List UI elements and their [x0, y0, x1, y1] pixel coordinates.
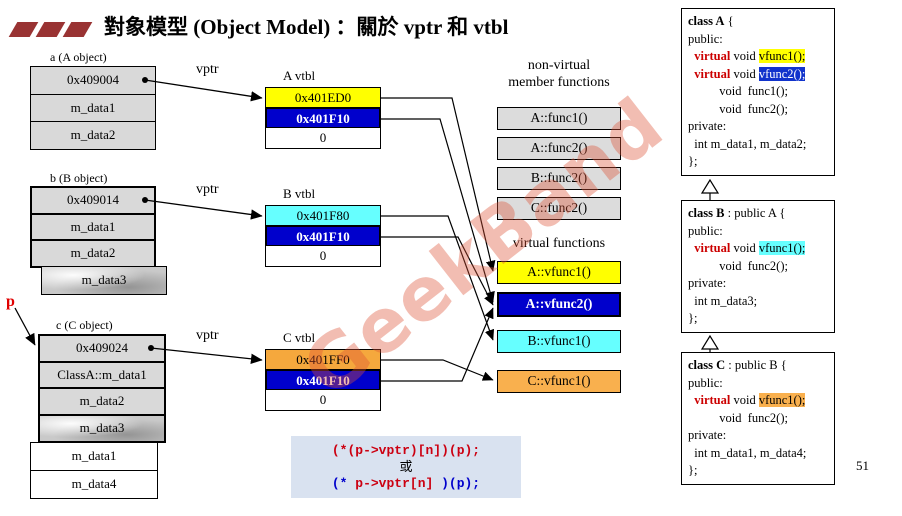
- object-c-label: c (C object): [56, 318, 113, 332]
- class-code-line: void func2();: [688, 101, 788, 116]
- nonvirtual-title-line2: member functions: [508, 75, 610, 90]
- arrow-avtbl-slot1-to-a-vfunc2: [381, 118, 495, 303]
- page-number: 51: [856, 458, 869, 473]
- arrow-cvtbl-slot1-to-a-vfunc2: [381, 307, 494, 382]
- arrow-cvtbl-slot0-to-c-vfunc1: [381, 359, 494, 381]
- nonvirtual-function-box: C::func2(): [497, 197, 621, 220]
- inheritance-triangle-b-to-a: [700, 178, 720, 194]
- vtbl-c-label: C vtbl: [283, 330, 316, 345]
- vtbl-a-slot-1: 0x401F10: [265, 106, 381, 129]
- vtbl-b-label: B vtbl: [283, 186, 316, 201]
- pointer-p-arrow: [14, 307, 36, 346]
- class-code-line: public:: [688, 31, 723, 46]
- object-c-member-cell: m_data1: [30, 442, 158, 471]
- object-c-member-cell: m_data3: [38, 413, 166, 443]
- arrow-bvtbl-slot1-to-a-vfunc2: [381, 236, 494, 306]
- vptr-label-a: vptr: [196, 62, 219, 77]
- class-code-line: void func2();: [688, 258, 788, 273]
- title-decoration: [8, 22, 93, 37]
- vtbl-a-label: A vtbl: [283, 68, 316, 83]
- class-code-line: int m_data1, m_data2;: [688, 136, 807, 151]
- object-c-vptr-cell: 0x409024: [38, 334, 166, 363]
- class-code-line: class C : public B {: [688, 358, 787, 372]
- pointer-p-label: p: [6, 293, 15, 310]
- class-b-definition: class B : public A { public: virtual void…: [681, 200, 835, 333]
- object-a-member-cell: m_data2: [30, 121, 156, 150]
- virtual-function-box-b-vfunc1: B::vfunc1(): [497, 330, 621, 353]
- class-code-line: int m_data3;: [688, 293, 758, 308]
- code-line-2: (* p->vptr[n] )(p);: [331, 476, 481, 491]
- class-code-line: };: [688, 311, 698, 325]
- vtbl-c-slot-0: 0x401FF0: [265, 349, 381, 371]
- vptr-arrow-c: [150, 347, 263, 364]
- class-a-definition: class A {public: virtual void vfunc1(); …: [681, 8, 835, 176]
- class-code-line: int m_data1, m_data4;: [688, 445, 807, 460]
- class-code-line: void func2();: [688, 410, 788, 425]
- class-code-line: virtual void vfunc1();: [694, 49, 806, 63]
- code-or: 或: [399, 459, 413, 474]
- class-code-line: public:: [688, 375, 723, 390]
- arrow-avtbl-slot0-to-a-vfunc1: [381, 97, 496, 272]
- object-a-member-cell: m_data1: [30, 93, 156, 123]
- vtbl-c-slot-2: 0: [265, 389, 381, 411]
- vtbl-c-slot-1: 0x401F10: [265, 368, 381, 391]
- object-b-vptr-cell: 0x409014: [30, 186, 156, 215]
- vtbl-b-slot-2: 0: [265, 245, 381, 267]
- class-code-line: virtual void vfunc1();: [694, 241, 806, 255]
- inheritance-triangle-c-to-b: [700, 334, 720, 350]
- class-code-line: private:: [688, 119, 727, 133]
- object-b-member-cell: m_data1: [30, 212, 156, 242]
- virtual-function-box-a-vfunc2: A::vfunc2(): [497, 292, 621, 317]
- class-code-line: virtual void vfunc2();: [694, 66, 806, 81]
- class-code-line: };: [688, 154, 698, 168]
- class-code-line: class B : public A {: [688, 206, 786, 220]
- vtbl-b-box: 0x401F80 0x401F10 0: [265, 205, 381, 267]
- nonvirtual-function-box: B::func2(): [497, 167, 621, 190]
- object-a-vptr-cell: 0x409004: [30, 66, 156, 95]
- virtual-function-box-c-vfunc1: C::vfunc1(): [497, 370, 621, 393]
- object-a-label: a (A object): [50, 50, 107, 64]
- object-b-member-cell: m_data3: [41, 266, 167, 295]
- class-code-line: private:: [688, 428, 727, 442]
- vtbl-b-slot-1: 0x401F10: [265, 224, 381, 247]
- vptr-arrow-b: [144, 199, 263, 220]
- object-b-extra-box: m_data3: [41, 266, 167, 295]
- nonvirtual-title-line1: non-virtual: [527, 58, 591, 73]
- nonvirtual-function-box: A::func1(): [497, 107, 621, 130]
- object-c-member-cell: m_data2: [38, 387, 166, 416]
- vptr-arrow-a: [144, 79, 263, 102]
- object-a-box: 0x409004 m_data1 m_data2: [30, 66, 156, 150]
- vptr-call-code-box: (*(p->vptr)[n])(p); 或 (* p->vptr[n] )(p)…: [291, 436, 521, 498]
- class-code-line: };: [688, 463, 698, 477]
- object-c-member-cell: m_data4: [30, 469, 158, 499]
- vtbl-a-box: 0x401ED0 0x401F10 0: [265, 87, 381, 149]
- page-title: 對象模型 (Object Model) ：關於 vptr 和 vtbl: [104, 15, 509, 39]
- object-b-label: b (B object): [50, 171, 108, 185]
- nonvirtual-functions-title: non-virtual member functions: [487, 57, 631, 91]
- vtbl-a-slot-2: 0: [265, 127, 381, 149]
- object-b-box: 0x409014 m_data1 m_data2: [30, 186, 156, 268]
- class-code-line: void func1();: [688, 84, 788, 98]
- class-code-line: virtual void vfunc1();: [694, 393, 806, 407]
- object-c-extra-box: m_data1 m_data4: [30, 442, 158, 499]
- vtbl-b-slot-0: 0x401F80: [265, 205, 381, 227]
- virtual-function-box-a-vfunc1: A::vfunc1(): [497, 261, 621, 284]
- class-c-definition: class C : public B { public: virtual void…: [681, 352, 835, 485]
- object-b-member-cell: m_data2: [30, 239, 156, 268]
- arrow-bvtbl-slot0-to-b-vfunc1: [381, 215, 495, 341]
- object-c-box: 0x409024 ClassA::m_data1 m_data2 m_data3: [38, 334, 166, 443]
- class-code-line: private:: [688, 276, 727, 290]
- nonvirtual-function-box: A::func2(): [497, 137, 621, 160]
- vptr-label-b: vptr: [196, 182, 219, 197]
- class-code-line: class A {: [688, 14, 734, 28]
- code-line-1: (*(p->vptr)[n])(p);: [331, 443, 481, 458]
- object-c-member-cell: ClassA::m_data1: [38, 360, 166, 390]
- vtbl-c-box: 0x401FF0 0x401F10 0: [265, 349, 381, 411]
- vptr-label-c: vptr: [196, 328, 219, 343]
- class-code-line: public:: [688, 223, 723, 238]
- virtual-functions-title: virtual functions: [512, 236, 606, 251]
